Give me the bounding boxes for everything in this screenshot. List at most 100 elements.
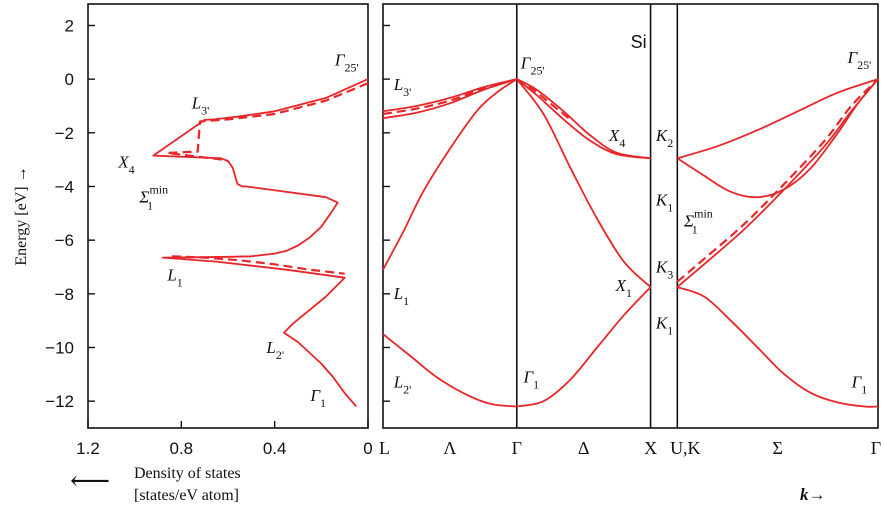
symmetry-subscript: 2' [403,383,411,397]
material-label: Si [631,32,647,52]
y-tick-label: −2 [55,124,74,143]
band-symmetry-label: Γ1 [522,367,539,391]
symmetry-subscript: 1 [533,377,539,391]
symmetry-subscript: 1 [861,383,867,397]
symmetry-symbol: Γ [309,386,321,405]
k-point-label: Λ [443,438,456,458]
dos-curve-dashed [166,82,369,163]
k-point-label: Δ [578,438,590,458]
symmetry-subscript: 4 [619,136,625,150]
band-line-solid [516,78,651,160]
symmetry-subscript: 25' [857,58,871,72]
band-symmetry-label: X1 [615,276,632,300]
k-point-label: Σ [772,438,782,458]
symmetry-subscript: 3' [403,85,411,99]
symmetry-symbol: K [655,190,669,209]
symmetry-subscript: 4 [129,163,135,177]
symmetry-subscript: 25' [344,61,358,75]
symmetry-symbol: Γ [851,373,863,392]
symmetry-symbol: L [265,338,275,357]
dos-symmetry-label: L3' [191,94,210,118]
x-tick-label: 0.4 [263,439,287,458]
band-symmetry-label: K1 [655,314,673,338]
symmetry-symbol: L [191,94,201,113]
y-tick-label: −4 [55,177,74,196]
band-symmetry-label: L1 [393,284,409,308]
symmetry-subscript: 2' [276,348,284,362]
symmetry-symbol: Σ [138,188,149,207]
y-tick-label: 2 [65,16,74,35]
symmetry-subscript: 1 [667,200,673,214]
symmetry-symbol: K [655,126,669,145]
x-tick-label: 0 [363,439,372,458]
band-symmetry-label: Γ1 [851,373,868,397]
dos-symmetry-label: X4 [117,153,134,177]
band-symmetry-label: X4 [608,126,625,150]
k-point-label: Γ [871,438,881,458]
dos-curve-dashed [171,255,345,275]
band-symmetry-label: L3' [393,75,412,99]
symmetry-symbol: X [615,276,627,295]
y-tick-label: −6 [55,231,74,250]
y-tick-label: −8 [55,285,74,304]
k-point-label: Γ [512,438,522,458]
symmetry-symbol: L [393,75,403,94]
symmetry-superscript: min [149,183,168,197]
symmetry-symbol: K [655,257,669,276]
symmetry-subscript: 1 [692,223,698,237]
band-line-solid [676,286,879,408]
band-symmetry-label: K3 [655,257,673,281]
symmetry-subscript: 1 [177,275,183,289]
symmetry-subscript: 2 [667,136,673,150]
symmetry-symbol: Γ [520,53,532,72]
symmetry-subscript: 3' [201,104,209,118]
y-tick-label: −10 [45,338,74,357]
dos-curve-solid [152,78,369,408]
y-tick-label: 0 [65,70,74,89]
band-line-solid [382,78,518,271]
band-line-solid [676,78,879,199]
band-symmetry-label: K1 [655,190,673,214]
dos-panel [87,3,369,429]
band-symmetry-label: Σmin 1 [683,207,713,237]
symmetry-superscript: min [694,207,713,221]
symmetry-subscript: 1 [626,286,632,300]
band-symmetry-label: Γ25' [846,48,871,72]
symmetry-symbol: L [393,373,403,392]
band-line-solid [516,78,652,288]
x-tick-label: 0.8 [170,439,194,458]
dos-symmetry-label: L1 [166,265,182,289]
symmetry-symbol: L [166,265,176,284]
symmetry-symbol: X [117,153,129,172]
x-tick-label: 1.2 [76,439,100,458]
symmetry-subscript: 1 [147,199,153,213]
symmetry-subscript: 1 [320,396,326,410]
symmetry-symbol: Σ [683,212,694,231]
symmetry-subscript: 3 [667,267,673,281]
symmetry-subscript: 1 [667,324,673,338]
band-line-solid [516,78,651,160]
dos-symmetry-label: Γ25' [334,51,359,75]
y-tick-label: −12 [45,392,74,411]
k-point-label: U,K [670,438,701,458]
y-axis-title: Energy [eV] → [13,166,30,265]
band-line-dashed [516,78,571,121]
k-point-label: L [379,438,390,458]
band-line-solid [677,78,879,160]
band-symmetry-label: L2' [393,373,412,397]
band-line-solid [676,78,879,288]
symmetry-symbol: Γ [334,51,346,70]
dos-frame [87,3,369,429]
dos-axis-title-line1: Density of states [134,465,241,482]
band-symmetry-label: Γ25' [520,53,545,77]
symmetry-symbol: K [655,314,669,333]
band-structure-panel [382,3,879,429]
dos-symmetry-label: L2' [265,338,284,362]
symmetry-subscript: 1 [403,294,409,308]
symmetry-symbol: X [608,126,620,145]
band-frame [382,3,879,429]
k-axis-title: k→ [800,485,826,504]
k-point-label: X [644,438,657,458]
